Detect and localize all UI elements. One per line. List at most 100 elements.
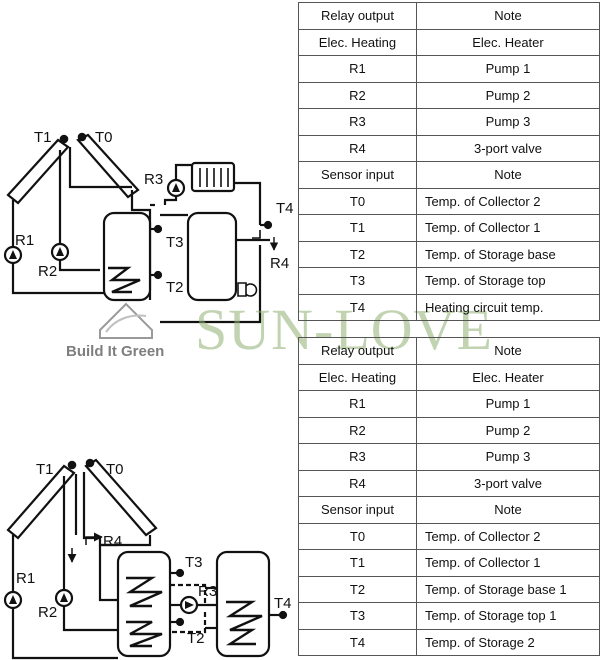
table-cell-note: Pump 2 [415, 416, 600, 444]
table-cell-key: Elec. Heating [298, 363, 417, 391]
table-cell-note: Pump 2 [415, 81, 600, 109]
table-cell-note: Temp. of Storage 2 [415, 628, 600, 656]
label-r2-b: R2 [38, 604, 57, 621]
label-t0: T0 [95, 129, 113, 146]
table-cell-note: Temp. of Storage top 1 [415, 602, 600, 630]
table-cell-note: Pump 3 [415, 108, 600, 136]
heat-exchanger-1 [108, 266, 141, 294]
label-t1: T1 [34, 129, 52, 146]
storage-tank-2 [186, 211, 238, 302]
table-cell-note: Temp. of Storage base [415, 240, 600, 268]
diagram-bottom-labels: T1 T0 R4 R1 R2 T3 R3 T2 T4 [16, 461, 292, 647]
table-cell-key: T0 [298, 187, 417, 215]
table-cell-key: Elec. Heating [298, 28, 417, 56]
table-cell-key: R4 [298, 134, 417, 162]
table-cell-note: Pump 1 [415, 390, 600, 418]
build-it-green-logo [99, 302, 153, 339]
table-cell-note: Temp. of Storage base 1 [415, 575, 600, 603]
table-cell-key: T1 [298, 549, 417, 577]
table-cell-note: Temp. of Collector 2 [415, 187, 600, 215]
label-t4-b: T4 [274, 595, 292, 612]
storage-tank-2-b [215, 550, 271, 658]
collector-1-b [6, 464, 76, 540]
table-cell-note: Pump 3 [415, 443, 600, 471]
table-cell-key: T3 [298, 267, 417, 295]
table-cell-key: R2 [298, 416, 417, 444]
table-cell-note: 3-port valve [415, 134, 600, 162]
label-r2: R2 [38, 263, 57, 280]
label-t3-b: T3 [185, 554, 203, 571]
diagram-top [3, 132, 279, 324]
label-r4-b: R4 [103, 533, 122, 550]
table-cell-key: R1 [298, 390, 417, 418]
sensor-t0-dot [77, 132, 87, 142]
label-r4: R4 [270, 255, 289, 272]
boiler-icon [237, 282, 258, 297]
table-cell-key: T4 [298, 293, 417, 321]
diagram-top-labels: T1 T0 R3 R1 R2 T3 T2 T4 R4 [15, 129, 294, 296]
table-cell-note: Note [415, 2, 600, 30]
label-r3-b: R3 [198, 583, 217, 600]
table-cell-note: Note [415, 496, 600, 524]
table-cell-key: R3 [298, 443, 417, 471]
table-cell-key: Relay output [298, 2, 417, 30]
table-cell-note: Note [415, 337, 600, 365]
label-t3: T3 [166, 234, 184, 251]
table-cell-note: Note [415, 161, 600, 189]
table-cell-note: Temp. of Storage top [415, 267, 600, 295]
table-cell-key: T2 [298, 575, 417, 603]
table-cell-note: Elec. Heater [415, 363, 600, 391]
table-cell-note: Pump 1 [415, 55, 600, 83]
table-cell-key: R1 [298, 55, 417, 83]
table-cell-key: T3 [298, 602, 417, 630]
table-cell-key: Sensor input [298, 496, 417, 524]
diagram-bottom [3, 458, 288, 660]
table-cell-key: T4 [298, 628, 417, 656]
table-cell-note: Temp. of Collector 2 [415, 522, 600, 550]
table-cell-note: Temp. of Collector 1 [415, 549, 600, 577]
label-t0-b: T0 [106, 461, 124, 478]
table-cell-key: T2 [298, 240, 417, 268]
table-cell-key: T1 [298, 214, 417, 242]
table-cell-key: R2 [298, 81, 417, 109]
label-r1: R1 [15, 232, 34, 249]
table-cell-key: Sensor input [298, 161, 417, 189]
label-t4: T4 [276, 200, 294, 217]
table-cell-key: T0 [298, 522, 417, 550]
table-cell-note: Elec. Heater [415, 28, 600, 56]
table-cell-key: Relay output [298, 337, 417, 365]
collector-1 [6, 138, 70, 205]
table-cell-note: Temp. of Collector 1 [415, 214, 600, 242]
storage-tank-1 [102, 211, 152, 302]
table-cell-key: R4 [298, 469, 417, 497]
build-it-green-text: Build It Green [66, 343, 165, 360]
table-cell-note: 3-port valve [415, 469, 600, 497]
label-t2: T2 [166, 279, 184, 296]
